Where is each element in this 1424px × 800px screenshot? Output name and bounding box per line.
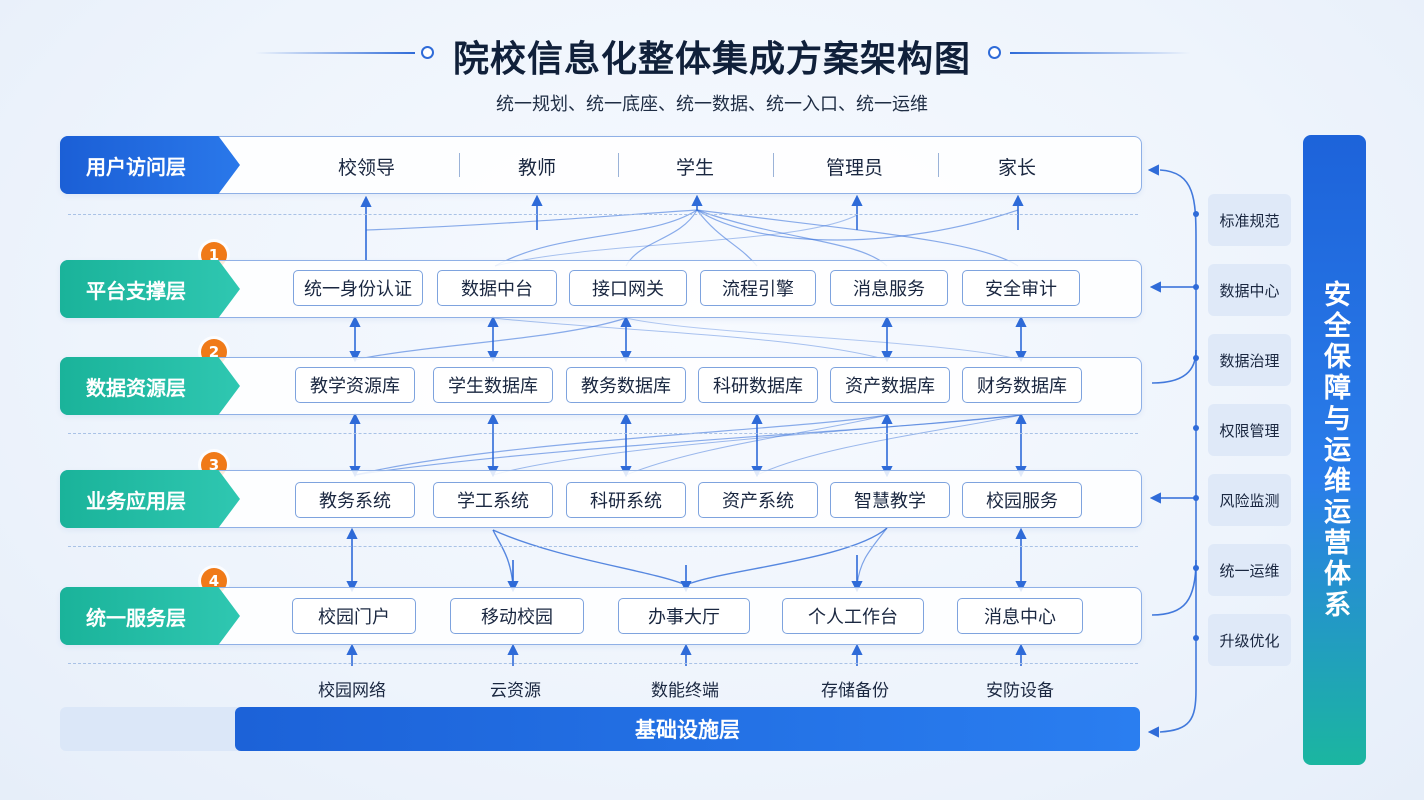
user-item-student[interactable]: 学生 [676,157,715,179]
page-subtitle: 统一规划、统一底座、统一数据、统一入口、统一运维 [496,94,928,115]
layer-unified-services-label: 统一服务层 [60,587,240,645]
infra-item-cloud: 云资源 [490,681,541,701]
node-data-middle-platform[interactable]: 数据中台 [437,270,557,306]
side-item-data-center[interactable]: 数据中心 [1208,264,1291,316]
node-asset-system[interactable]: 资产系统 [698,482,818,518]
layer-divider [68,214,1138,215]
layer-platform-label: 平台支撑层 [60,260,240,318]
connector-curve [696,209,888,267]
infra-item-storage-backup: 存储备份 [821,681,889,701]
layer-business-apps-label: 业务应用层 [60,470,240,528]
node-campus-portal[interactable]: 校园门户 [292,598,416,634]
node-security-audit[interactable]: 安全审计 [962,270,1080,306]
node-student-affairs-system[interactable]: 学工系统 [433,482,553,518]
connector-curve [354,317,627,361]
side-node-dot [1193,284,1199,290]
connector-curve [625,209,698,267]
side-node-dot [1193,211,1199,217]
node-student-db[interactable]: 学生数据库 [433,367,553,403]
node-mobile-campus[interactable]: 移动校园 [450,598,584,634]
side-node-dot [1193,495,1199,501]
connector-curve [365,209,698,231]
node-smart-teaching[interactable]: 智慧教学 [830,482,950,518]
connector-curve [494,214,858,267]
infra-bar-pad [60,707,240,751]
infra-item-security-devices: 安防设备 [986,681,1054,701]
user-item-teacher[interactable]: 教师 [518,157,557,179]
connector-curve [696,209,758,267]
connector-curve [756,414,1022,476]
layer-divider [68,433,1138,434]
node-finance-db[interactable]: 财务数据库 [962,367,1082,403]
side-item-unified-ops[interactable]: 统一运维 [1208,544,1291,596]
side-item-standards[interactable]: 标准规范 [1208,194,1291,246]
layer-divider [68,546,1138,547]
side-item-data-governance[interactable]: 数据治理 [1208,334,1291,386]
side-node-dot [1193,355,1199,361]
user-separator [938,153,939,177]
side-node-dot [1193,635,1199,641]
user-separator [773,153,774,177]
connector-curve [492,529,687,586]
user-separator [459,153,460,177]
layer-user-access: 用户访问层 校领导 教师 学生 管理员 家长 [60,136,1142,194]
node-research-db[interactable]: 科研数据库 [698,367,818,403]
layer-data-resources: 数据资源层 教学资源库 学生数据库 教务数据库 科研数据库 资产数据库 财务数据… [60,357,1142,415]
user-item-leaders[interactable]: 校领导 [338,157,396,179]
node-message-center[interactable]: 消息中心 [957,598,1083,634]
node-unified-identity[interactable]: 统一身份认证 [293,270,423,306]
title-decor-dot-left [421,46,434,59]
node-academic-system[interactable]: 教务系统 [295,482,415,518]
side-node-dot [1193,565,1199,571]
connector-curve [494,209,698,267]
infra-layer-bar[interactable]: 基础设施层 [235,707,1140,751]
connector-curve [354,414,888,476]
user-item-parent[interactable]: 家长 [998,157,1037,179]
user-item-admin[interactable]: 管理员 [826,157,884,179]
security-ops-system-title: 安全保障与运维运营体系 [1319,279,1350,621]
connector-curve [492,414,1022,476]
node-campus-service[interactable]: 校园服务 [962,482,1082,518]
infra-item-campus-network: 校园网络 [318,681,386,701]
title-decor-dot-right [988,46,1001,59]
connector-curve [625,317,1022,361]
layer-data-resources-label: 数据资源层 [60,357,240,415]
side-node-dot [1193,425,1199,431]
layer-business-apps: 业务应用层 教务系统 学工系统 科研系统 资产系统 智慧教学 校园服务 [60,470,1142,528]
connector-curve [354,414,1022,476]
side-curve [1151,559,1197,616]
node-api-gateway[interactable]: 接口网关 [569,270,687,306]
side-item-permission[interactable]: 权限管理 [1208,404,1291,456]
side-bracket [1159,169,1197,733]
connector-curve [492,317,888,361]
connector-curve [856,527,888,586]
connector-curve [492,529,514,586]
side-item-risk-monitor[interactable]: 风险监测 [1208,474,1291,526]
title-decor-line-left [255,52,415,54]
connector-curve [685,527,888,586]
layer-platform: 平台支撑层 统一身份认证 数据中台 接口网关 流程引擎 消息服务 安全审计 [60,260,1142,318]
layer-divider [68,663,1138,664]
node-research-system[interactable]: 科研系统 [566,482,686,518]
node-message-service[interactable]: 消息服务 [830,270,948,306]
node-workflow-engine[interactable]: 流程引擎 [700,270,816,306]
node-personal-workbench[interactable]: 个人工作台 [782,598,924,634]
layer-user-access-label: 用户访问层 [60,136,240,194]
connector-curve [696,209,1019,267]
node-asset-db[interactable]: 资产数据库 [830,367,950,403]
side-item-upgrade[interactable]: 升级优化 [1208,614,1291,666]
page-title: 院校信息化整体集成方案架构图 [452,39,971,80]
node-academic-affairs-db[interactable]: 教务数据库 [566,367,686,403]
layer-unified-services: 统一服务层 校园门户 移动校园 办事大厅 个人工作台 消息中心 [60,587,1142,645]
infra-item-terminals: 数能终端 [651,681,719,701]
side-curve [1151,349,1197,384]
connector-curve [625,414,888,476]
security-ops-system-bar[interactable]: 安全保障与运维运营体系 [1303,135,1366,765]
node-teaching-resource-db[interactable]: 教学资源库 [295,367,415,403]
user-separator [618,153,619,177]
title-decor-line-right [1010,52,1190,54]
node-service-hall[interactable]: 办事大厅 [618,598,750,634]
